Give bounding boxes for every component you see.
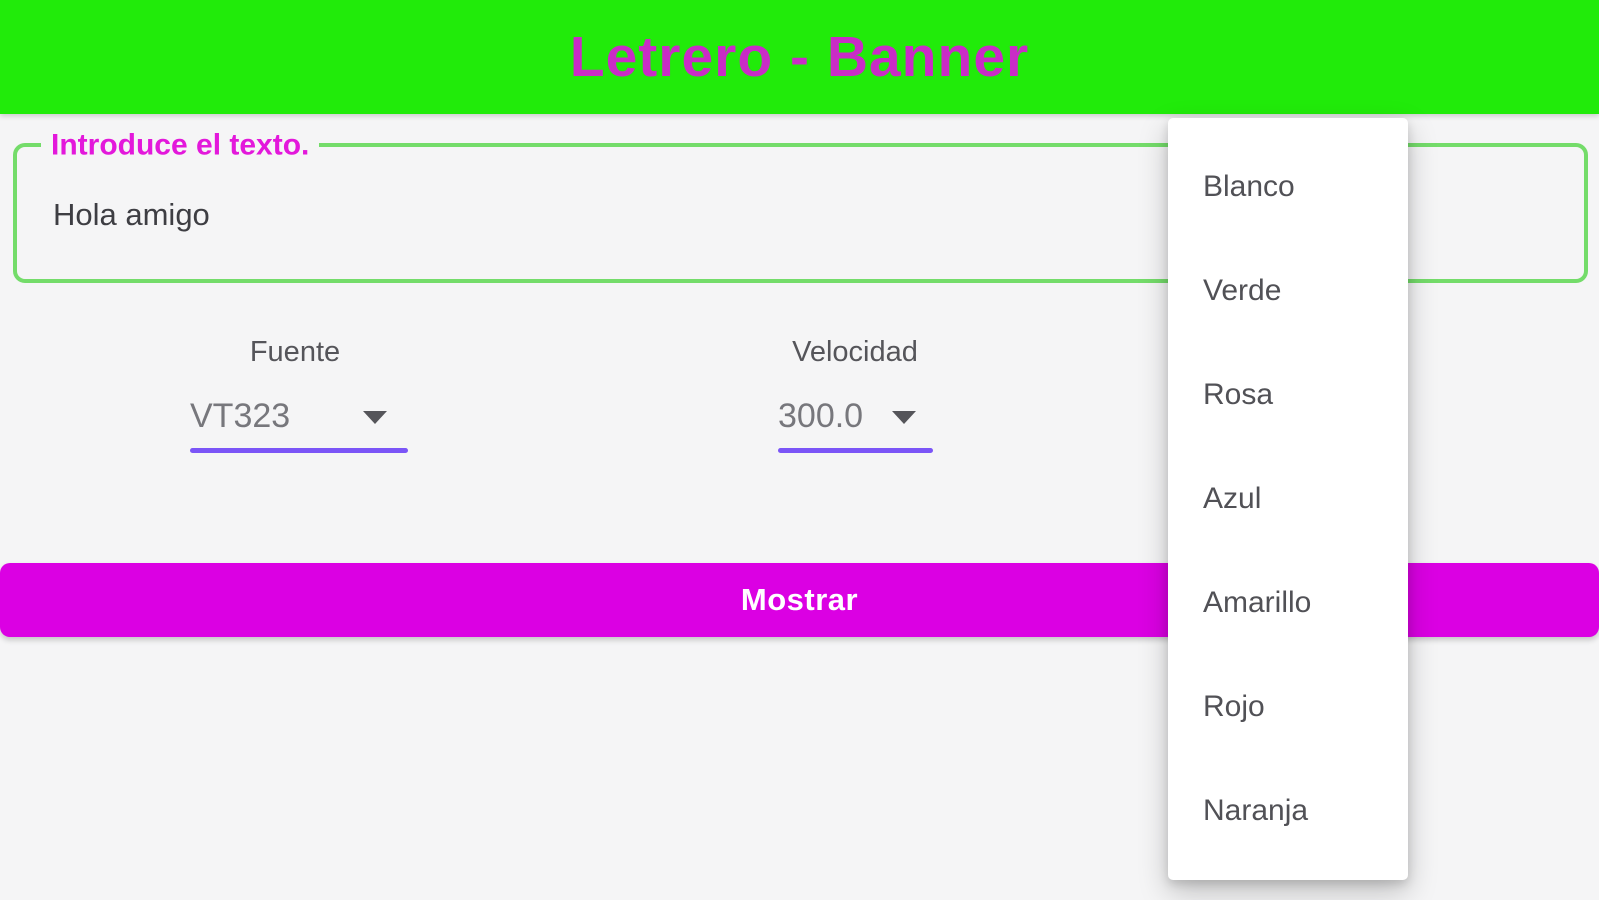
color-menu-item[interactable]: Rosa [1168,343,1408,447]
color-dropdown-menu: Blanco Verde Rosa Azul Amarillo Rojo N [1168,118,1408,880]
font-dropdown-label: Fuente [249,336,341,368]
color-menu-item[interactable]: Azul [1168,447,1408,551]
color-menu-item[interactable]: Verde [1168,239,1408,343]
font-control-group: Fuente VT323 [15,323,575,463]
color-menu-item[interactable]: Amarillo [1168,551,1408,655]
speed-dropdown-label: Velocidad [792,336,918,368]
color-menu-item-label: Naranja [1203,794,1309,827]
color-menu-item-label: Verde [1203,274,1282,307]
banner-text-field-label: Introduce el texto. [41,128,320,163]
chevron-down-icon [363,411,387,424]
banner-text-field-value[interactable]: Hola amigo [53,197,210,233]
chevron-down-icon [892,411,916,424]
app-bar: Letrero - Banner [0,0,1599,114]
font-dropdown-value: VT323 [190,397,291,435]
color-menu-item[interactable]: Rojo [1168,655,1408,759]
page-title: Letrero - Banner [569,25,1030,89]
color-menu-item-label: Blanco [1203,170,1295,203]
color-menu-item-label: Azul [1203,482,1262,515]
show-button-label: Mostrar [740,582,859,617]
speed-dropdown-value: 300.0 [778,397,864,435]
font-dropdown-underline [190,448,408,453]
color-menu-item[interactable]: Blanco [1168,135,1408,239]
color-menu-item-label: Amarillo [1203,586,1312,619]
speed-dropdown-underline [778,448,933,453]
speed-control-group: Velocidad 300.0 [575,323,1135,463]
color-menu-item-label: Rojo [1203,690,1265,723]
color-menu-item[interactable]: Naranja [1168,759,1408,863]
banner-text-field[interactable]: Introduce el texto. Hola amigo [13,128,1588,283]
color-menu-item-label: Rosa [1203,378,1274,411]
